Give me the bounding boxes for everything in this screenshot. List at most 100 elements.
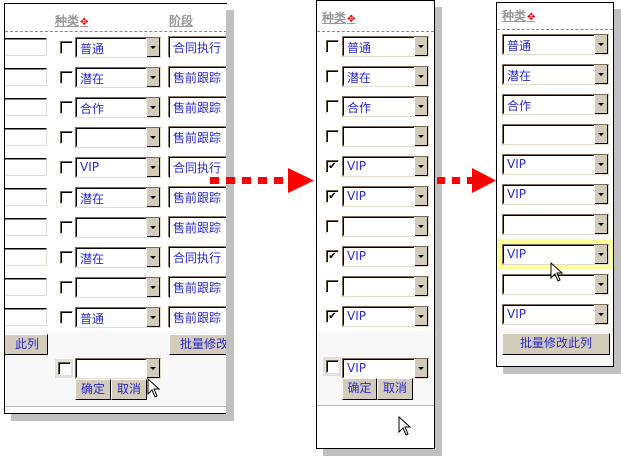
stage-field[interactable]: 售前跟踪 — [169, 277, 227, 298]
row-checkbox[interactable]: ✔ — [326, 310, 339, 323]
chevron-down-icon[interactable] — [146, 98, 160, 117]
type-select[interactable]: 普通 — [502, 34, 609, 55]
chevron-down-icon[interactable] — [594, 215, 608, 234]
row-checkbox[interactable] — [60, 41, 73, 54]
stage-field[interactable]: 售前跟踪 — [169, 97, 227, 118]
type-select[interactable] — [75, 277, 161, 298]
type-select[interactable]: VIP — [502, 244, 609, 265]
row-checkbox[interactable] — [60, 161, 73, 174]
type-select[interactable] — [75, 127, 161, 148]
row-checkbox[interactable] — [326, 130, 339, 143]
chevron-down-icon[interactable] — [414, 247, 428, 266]
row-checkbox[interactable] — [60, 101, 73, 114]
chevron-down-icon[interactable] — [146, 158, 160, 177]
stage-field[interactable]: 售前跟踪 — [169, 187, 227, 208]
chevron-down-icon[interactable] — [594, 35, 608, 54]
chevron-down-icon[interactable] — [146, 188, 160, 207]
row-checkbox[interactable]: ✔ — [326, 160, 339, 173]
chevron-down-icon[interactable] — [414, 187, 428, 206]
ok-button[interactable]: 确定 — [342, 378, 377, 400]
chevron-down-icon[interactable] — [594, 305, 608, 324]
ok-button[interactable]: 确定 — [75, 379, 111, 400]
chevron-down-icon[interactable] — [414, 307, 428, 326]
type-select[interactable]: 合作 — [502, 94, 609, 115]
chevron-down-icon[interactable] — [414, 277, 428, 296]
chevron-down-icon[interactable] — [146, 278, 160, 297]
chevron-down-icon[interactable] — [414, 67, 428, 86]
column-header-type[interactable]: 种类✥ — [322, 9, 355, 26]
column-header-stage[interactable]: 阶段 — [169, 14, 194, 28]
batch-edit-icon[interactable]: ✥ — [347, 14, 356, 25]
batch-type-select[interactable]: VIP — [342, 358, 429, 379]
column-header-type[interactable]: 种类✥ — [502, 7, 535, 24]
type-select[interactable] — [502, 214, 609, 235]
chevron-down-icon[interactable] — [594, 275, 608, 294]
row-checkbox[interactable] — [60, 311, 73, 324]
type-select[interactable]: 潜在 — [75, 187, 161, 208]
type-select[interactable]: VIP — [502, 184, 609, 205]
stage-field[interactable]: 合同执行 — [169, 37, 227, 58]
stage-field[interactable]: 合同执行 — [169, 157, 227, 178]
row-checkbox[interactable] — [326, 70, 339, 83]
text-input[interactable] — [5, 218, 47, 236]
chevron-down-icon[interactable] — [146, 38, 160, 57]
row-checkbox[interactable] — [60, 251, 73, 264]
text-input[interactable] — [5, 278, 47, 296]
stage-field[interactable]: 售前跟踪 — [169, 67, 227, 88]
batch-edit-column-button-left[interactable]: 此列 — [5, 334, 48, 355]
chevron-down-icon[interactable] — [594, 95, 608, 114]
row-checkbox[interactable] — [326, 40, 339, 53]
row-checkbox[interactable]: ✔ — [326, 190, 339, 203]
type-select[interactable]: 合作 — [75, 97, 161, 118]
chevron-down-icon[interactable] — [594, 185, 608, 204]
type-select[interactable]: 普通 — [342, 36, 429, 57]
type-select[interactable]: VIP — [342, 246, 429, 267]
row-checkbox[interactable] — [60, 71, 73, 84]
text-input[interactable] — [5, 38, 47, 56]
chevron-down-icon[interactable] — [594, 155, 608, 174]
type-select[interactable]: VIP — [75, 157, 161, 178]
type-select[interactable] — [342, 126, 429, 147]
type-select[interactable] — [342, 216, 429, 237]
chevron-down-icon[interactable] — [414, 359, 428, 378]
type-select[interactable]: 潜在 — [75, 247, 161, 268]
type-select[interactable]: VIP — [342, 186, 429, 207]
type-select[interactable] — [342, 276, 429, 297]
text-input[interactable] — [5, 308, 47, 326]
chevron-down-icon[interactable] — [146, 68, 160, 87]
chevron-down-icon[interactable] — [414, 37, 428, 56]
row-checkbox[interactable] — [60, 131, 73, 144]
batch-checkbox[interactable] — [58, 362, 71, 375]
type-select[interactable]: 潜在 — [502, 64, 609, 85]
stage-field[interactable]: 售前跟踪 — [169, 307, 227, 328]
text-input[interactable] — [5, 158, 47, 176]
row-checkbox[interactable] — [60, 281, 73, 294]
row-checkbox[interactable] — [326, 100, 339, 113]
type-select[interactable] — [502, 124, 609, 145]
chevron-down-icon[interactable] — [414, 97, 428, 116]
column-header-type[interactable]: 种类✥ — [55, 12, 88, 29]
type-select[interactable]: 潜在 — [75, 67, 161, 88]
batch-checkbox[interactable] — [326, 360, 339, 373]
row-checkbox[interactable] — [326, 220, 339, 233]
stage-field[interactable]: 售前跟踪 — [169, 127, 227, 148]
chevron-down-icon[interactable] — [414, 217, 428, 236]
chevron-down-icon[interactable] — [414, 157, 428, 176]
stage-field[interactable]: 合同执行 — [169, 247, 227, 268]
type-select[interactable]: VIP — [342, 306, 429, 327]
batch-edit-icon[interactable]: ✥ — [80, 17, 89, 28]
text-input[interactable] — [5, 248, 47, 266]
batch-edit-column-button[interactable]: 批量修改此列 — [502, 333, 610, 355]
type-select[interactable]: 潜在 — [342, 66, 429, 87]
chevron-down-icon[interactable] — [146, 359, 160, 378]
row-checkbox[interactable] — [60, 191, 73, 204]
batch-type-select[interactable] — [75, 358, 161, 379]
chevron-down-icon[interactable] — [594, 245, 608, 264]
text-input[interactable] — [5, 68, 47, 86]
chevron-down-icon[interactable] — [146, 128, 160, 147]
chevron-down-icon[interactable] — [146, 308, 160, 327]
text-input[interactable] — [5, 188, 47, 206]
chevron-down-icon[interactable] — [146, 248, 160, 267]
type-select[interactable]: 普通 — [75, 37, 161, 58]
text-input[interactable] — [5, 128, 47, 146]
